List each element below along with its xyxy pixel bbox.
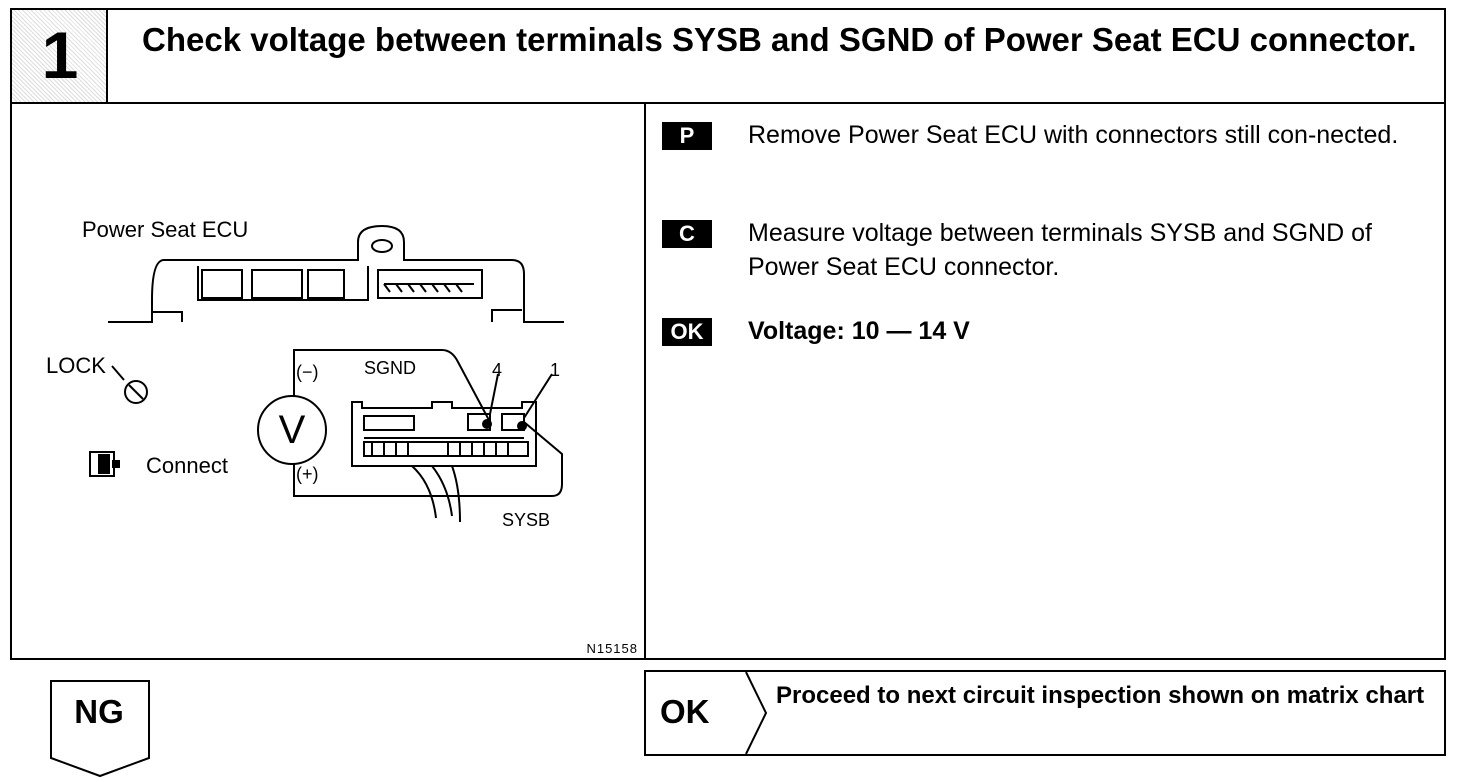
sgnd-label: SGND <box>364 358 417 378</box>
step-header: 1 Check voltage between terminals SYSB a… <box>10 8 1446 104</box>
ecu-label: Power Seat ECU <box>82 217 249 242</box>
ng-label: NG <box>74 693 124 730</box>
connect-label: Connect <box>146 453 228 478</box>
connector-detail <box>351 373 553 523</box>
sysb-label: SYSB <box>502 510 551 530</box>
ok-outcome: OK Proceed to next circuit inspection sh… <box>644 670 1446 756</box>
step-number-box: 1 <box>12 10 108 102</box>
prepare-badge: P <box>662 122 712 150</box>
ok-label: OK <box>660 693 710 730</box>
figure-code: N15158 <box>586 641 638 656</box>
voltmeter <box>257 349 563 497</box>
positive-terminal-label: (+) <box>296 464 319 484</box>
check-badge: C <box>662 220 712 248</box>
ok-badge: OK <box>662 318 712 346</box>
ok-arrow-divider <box>745 672 768 754</box>
check-text: Measure voltage between terminals SYSB a… <box>748 219 1372 281</box>
ok-next-step-text: Proceed to next circuit inspection shown… <box>776 682 1425 709</box>
ecu-body <box>108 224 564 323</box>
negative-terminal-label: (−) <box>296 362 319 382</box>
step-number: 1 <box>41 18 79 92</box>
ng-arrow-shape <box>50 680 150 778</box>
procedure-steps: P Remove Power Seat ECU with connectors … <box>646 104 1444 658</box>
step-title: Check voltage between terminals SYSB and… <box>142 21 1417 58</box>
connect-icon <box>89 451 120 477</box>
pin-4-label: 4 <box>492 360 503 380</box>
wiring-illustration: Power Seat ECU LOCK Connect V (−) (+) SG… <box>12 104 646 658</box>
voltmeter-symbol: V <box>278 408 306 452</box>
pin-1-label: 1 <box>550 360 561 380</box>
prepare-text: Remove Power Seat ECU with connectors st… <box>748 121 1399 149</box>
ecu-diagram <box>89 224 564 523</box>
lock-screw-icon <box>111 365 148 404</box>
main-panel: Power Seat ECU LOCK Connect V (−) (+) SG… <box>10 102 1446 660</box>
ok-criteria-text: Voltage: 10 — 14 V <box>748 317 970 345</box>
lock-label: LOCK <box>46 353 106 378</box>
